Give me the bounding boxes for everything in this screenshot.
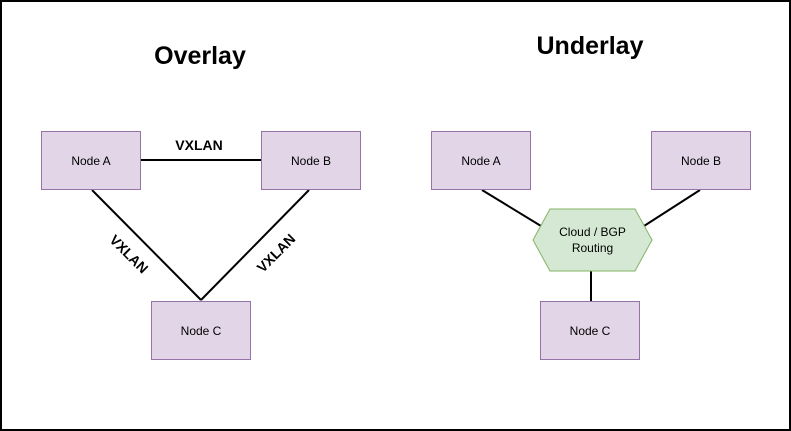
overlay-edge-ac-label: VXLAN [106, 231, 152, 277]
overlay-node-c: Node C [151, 301, 251, 360]
hub-label-wrap: Cloud / BGP Routing [533, 209, 652, 271]
overlay-node-a: Node A [41, 131, 141, 190]
underlay-node-a-label: Node A [461, 153, 501, 168]
overlay-edge-ab-label: VXLAN [175, 137, 223, 153]
underlay-node-a: Node A [431, 131, 531, 190]
overlay-node-a-label: Node A [71, 153, 111, 168]
overlay-node-b: Node B [261, 131, 361, 190]
overlay-title: Overlay [154, 42, 246, 70]
underlay-node-c-label: Node C [569, 323, 611, 338]
underlay-node-c: Node C [540, 301, 640, 360]
overlay-edge-bc-label: VXLAN [253, 230, 299, 276]
overlay-node-b-label: Node B [290, 153, 332, 168]
underlay-node-b: Node B [651, 131, 751, 190]
underlay-node-b-label: Node B [680, 153, 722, 168]
hub-label: Cloud / BGP Routing [559, 225, 626, 255]
underlay-edge-b-hub [643, 189, 701, 227]
overlay-node-c-label: Node C [180, 323, 222, 338]
underlay-title: Underlay [536, 32, 644, 60]
